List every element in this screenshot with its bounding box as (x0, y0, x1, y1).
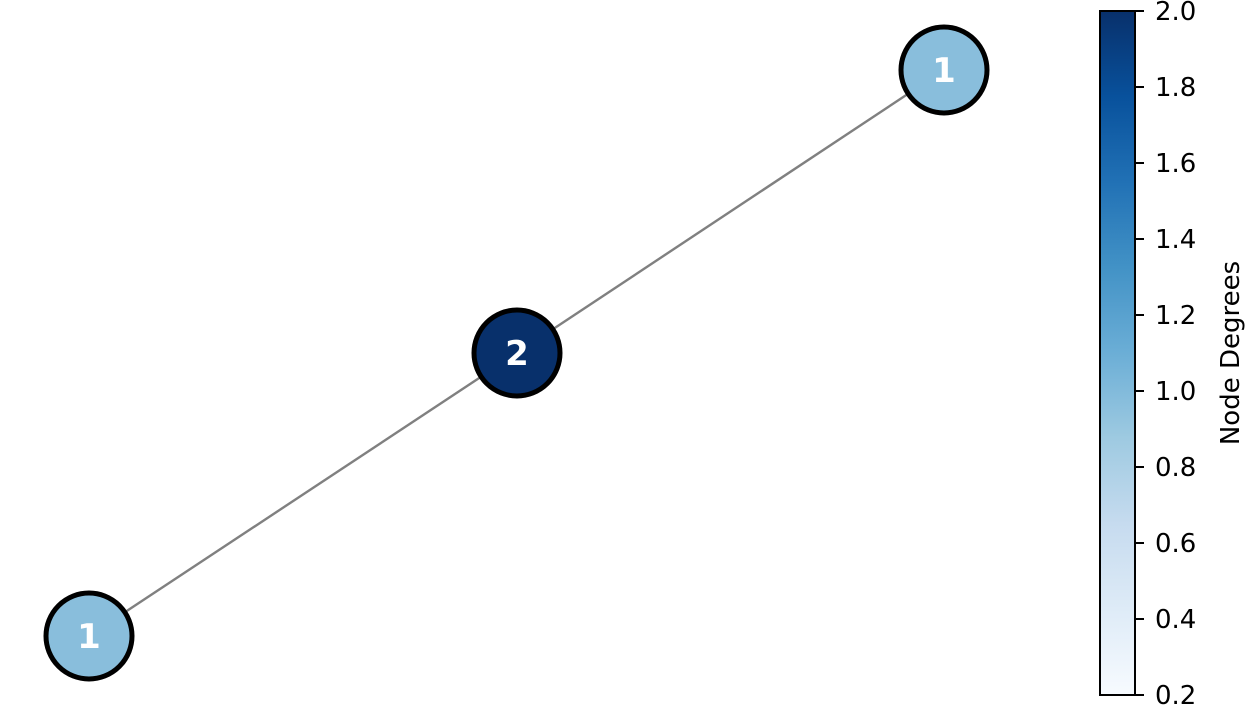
colorbar-tick-label: 1.2 (1155, 301, 1196, 331)
colorbar-tick-label: 0.6 (1155, 529, 1196, 559)
graph-edges (88, 68, 945, 638)
graph-node[interactable]: 2 (471, 307, 563, 399)
colorbar-title: Node Degrees (1216, 261, 1246, 445)
colorbar: 0.2 0.4 0.6 0.8 1.0 1.2 1.4 1.6 1.8 2.0 Node Degr… (1099, 0, 1246, 711)
graph-edge (88, 351, 518, 638)
node-label: 1 (77, 617, 101, 657)
graph-node[interactable]: 1 (43, 590, 135, 682)
colorbar-tick-label: 1.4 (1155, 225, 1196, 255)
graph-edge (516, 68, 945, 355)
node-circle[interactable] (898, 24, 990, 116)
colorbar-gradient (1099, 10, 1136, 696)
colorbar-tick-label: 1.6 (1155, 149, 1196, 179)
colorbar-tick-label: 0.8 (1155, 453, 1196, 483)
colorbar-tick-label: 0.2 (1155, 681, 1196, 711)
colorbar-ticks: 0.2 0.4 0.6 0.8 1.0 1.2 1.4 1.6 1.8 2.0 (1135, 0, 1196, 711)
colorbar-tick-label: 1.8 (1155, 73, 1196, 103)
node-label: 1 (932, 51, 956, 91)
colorbar-tick-label: 1.0 (1155, 377, 1196, 407)
graph-node[interactable]: 1 (898, 24, 990, 116)
colorbar-tick-label: 0.4 (1155, 605, 1196, 635)
node-circle[interactable] (471, 307, 563, 399)
node-circle[interactable] (43, 590, 135, 682)
colorbar-tick-label: 2.0 (1155, 0, 1196, 27)
graph-nodes: 1 2 1 (43, 24, 990, 682)
node-label: 2 (505, 334, 529, 374)
